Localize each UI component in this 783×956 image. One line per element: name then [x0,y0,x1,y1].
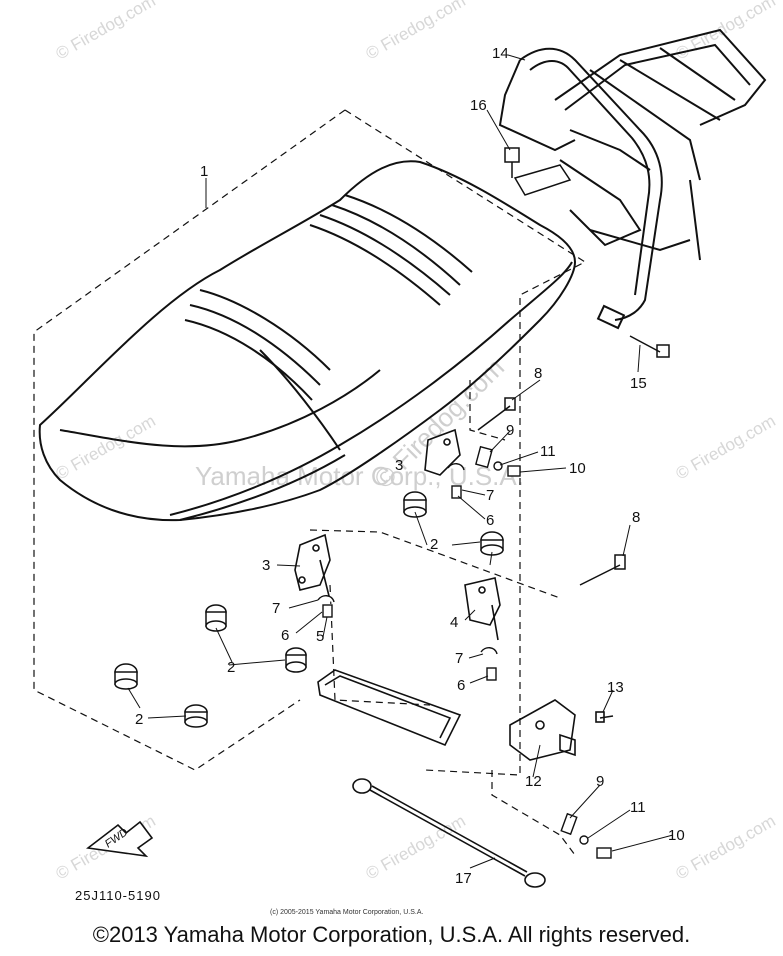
label-6: 6 [486,512,494,529]
tray-5 [317,669,462,747]
bracket-4 [464,577,501,641]
seat [38,160,577,522]
label-8: 8 [632,509,640,526]
label-9: 9 [506,422,514,439]
copyright-footer: ©2013 Yamaha Motor Corporation, U.S.A. A… [92,922,691,947]
watermark-text: © Firedog.com [363,811,469,883]
label-13: 13 [607,679,624,696]
helmet-cable-17 [352,778,546,888]
assembly-outline [33,109,587,856]
dampers-2 [114,491,504,728]
label-7: 7 [486,487,494,504]
label-6: 6 [457,677,465,694]
watermark-text: © Firedog.com [363,0,469,63]
label-6: 6 [281,627,289,644]
watermark-text: © Firedog.com [53,0,159,63]
label-11: 11 [540,443,556,460]
label-12: 12 [525,773,542,790]
fwd-arrow: FWD [85,820,154,858]
label-7: 7 [455,650,463,667]
part-labels: 1 2 2 2 3 3 4 5 6 6 6 7 7 7 8 8 9 9 10 1… [135,45,685,887]
small-copyright: (c) 2005-2015 Yamaha Motor Corporation, … [270,909,423,916]
diagram-code: 25J110-5190 [75,888,161,903]
label-11: 11 [630,799,646,816]
hinge-3-lower [294,533,331,601]
label-1: 1 [200,163,208,180]
watermark-banner: Yamaha Motor Corp., U.S.A. [195,461,524,491]
leader-lines [127,54,674,869]
parts-diagram: © Firedog.com © Firedog.com © Firedog.co… [33,0,779,916]
label-9: 9 [596,773,604,790]
label-3: 3 [262,557,270,574]
label-14: 14 [492,45,509,62]
bolt-16 [504,147,572,196]
label-7: 7 [272,600,280,617]
label-2: 2 [227,659,235,676]
label-4: 4 [450,614,458,631]
watermark-text: © Firedog.com [673,811,779,883]
label-8: 8 [534,365,542,382]
label-2: 2 [430,536,438,553]
label-3: 3 [395,457,403,474]
label-17: 17 [455,870,472,887]
label-10: 10 [668,827,685,844]
watermark-text: © Firedog.com [53,411,159,483]
watermarks: © Firedog.com © Firedog.com © Firedog.co… [53,0,779,883]
label-16: 16 [470,97,487,114]
grab-bar-carrier [498,28,767,330]
small-fasteners [317,445,612,859]
label-10: 10 [569,460,586,477]
long-bolts [477,335,670,586]
watermark-text: © Firedog.com [673,0,779,63]
label-5: 5 [316,628,324,645]
watermark-text: © Firedog.com [673,411,779,483]
label-2: 2 [135,711,143,728]
seat-lock-12 [509,699,614,761]
label-15: 15 [630,375,647,392]
